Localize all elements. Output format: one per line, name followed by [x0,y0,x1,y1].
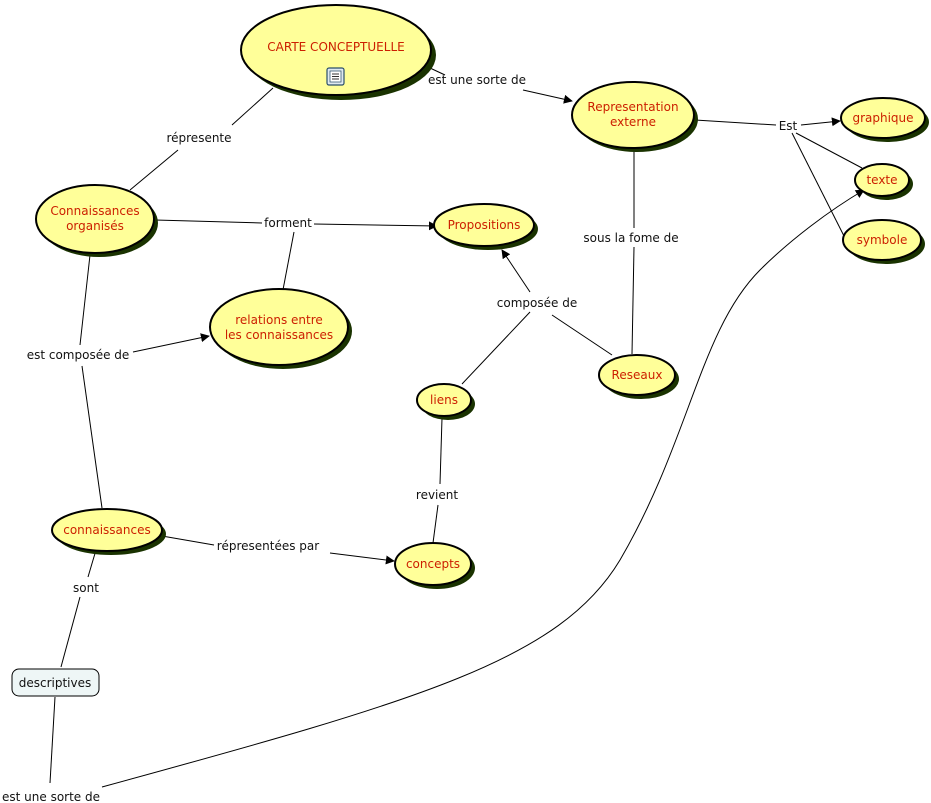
line-descriptives-to-label [49,696,56,784]
node-connaissances-organises[interactable]: Connaissances organisés [35,184,158,257]
node-descriptives-label: descriptives [19,676,92,690]
node-descriptives[interactable]: descriptives [11,668,100,697]
line-carte-to-label [429,67,446,76]
node-org-line1: Connaissances [50,204,139,218]
link-label-composee-de[interactable]: composée de [497,296,577,310]
line-conn-to-sont [87,549,97,578]
link-label-revient[interactable]: revient [416,488,458,502]
line-fome-to-reseaux [631,246,635,355]
node-concepts-label: concepts [406,557,460,571]
link-label-est-une-sorte-de-1[interactable]: est une sorte de [428,73,526,87]
link-label-sont[interactable]: sont [73,581,99,595]
line-org-to-composee [79,254,91,346]
line-represente-to-carte [231,87,274,126]
link-label-est-composee-de[interactable]: est composée de [27,348,130,362]
line-liens-to-revient [439,417,443,485]
line-conn-to-representees [161,535,215,546]
node-org-line2: organisés [66,219,124,233]
arrow-to-concepts [329,552,395,565]
node-propositions-label: Propositions [448,218,521,232]
link-label-est[interactable]: Est [779,119,798,133]
node-relations-line1: relations entre [235,313,323,327]
node-symbole[interactable]: symbole [842,219,925,264]
document-icon[interactable] [326,67,345,86]
node-concepts[interactable]: concepts [394,542,475,589]
line-org-to-forment [154,219,263,224]
line-sont-to-descriptives [60,596,81,668]
curve-to-texte [101,189,865,788]
link-label-represente[interactable]: répresente [166,131,231,145]
node-propositions[interactable]: Propositions [433,203,538,250]
node-symbole-label: symbole [857,233,908,247]
node-relations[interactable]: relations entre les connaissances [209,288,352,369]
node-representation-externe[interactable]: Representation externe [571,81,698,152]
connection-lines [49,67,865,788]
node-representation-line2: externe [610,115,656,129]
link-label-representees-par[interactable]: répresentées par [217,539,319,553]
line-revient-to-concepts [432,504,439,544]
arrow-to-representation [522,89,573,104]
node-reseaux-label: Reseaux [612,368,663,382]
node-connaissances-label: connaissances [63,523,151,537]
node-texte-label: texte [866,173,897,187]
link-label-forment[interactable]: forment [264,216,312,230]
line-forment-to-relations [281,231,295,296]
node-graphique-label: graphique [852,111,913,125]
line-repr-to-est [694,119,777,126]
link-label-sous-la-fome-de[interactable]: sous la fome de [583,231,678,245]
node-reseaux[interactable]: Reseaux [598,354,679,399]
arrow-to-relations [132,333,210,353]
arrow-to-graphique [800,117,841,127]
link-label-est-une-sorte-de-2[interactable]: est une sorte de [2,790,100,803]
node-carte-label: CARTE CONCEPTUELLE [267,40,404,54]
arrow-to-propositions [313,221,438,231]
node-carte-conceptuelle[interactable]: CARTE CONCEPTUELLE [240,4,436,100]
node-liens[interactable]: liens [416,383,475,420]
node-relations-line2: les connaissances [225,328,333,342]
node-connaissances[interactable]: connaissances [51,508,166,555]
line-org-to-represente [129,149,179,191]
line-composee-to-connaissances [81,365,103,509]
line-est-to-texte [795,132,863,169]
node-texte[interactable]: texte [854,163,913,200]
line-composee-to-liens [461,311,531,385]
arrow-to-propositions-2 [501,249,531,293]
line-reseaux-to-composee [551,314,613,356]
link-labels: est une sorte de répresente Est forment … [2,73,798,803]
node-representation-line1: Representation [587,100,678,114]
node-liens-label: liens [430,393,458,407]
node-graphique[interactable]: graphique [840,97,929,142]
line-est-to-symbole [791,132,847,241]
